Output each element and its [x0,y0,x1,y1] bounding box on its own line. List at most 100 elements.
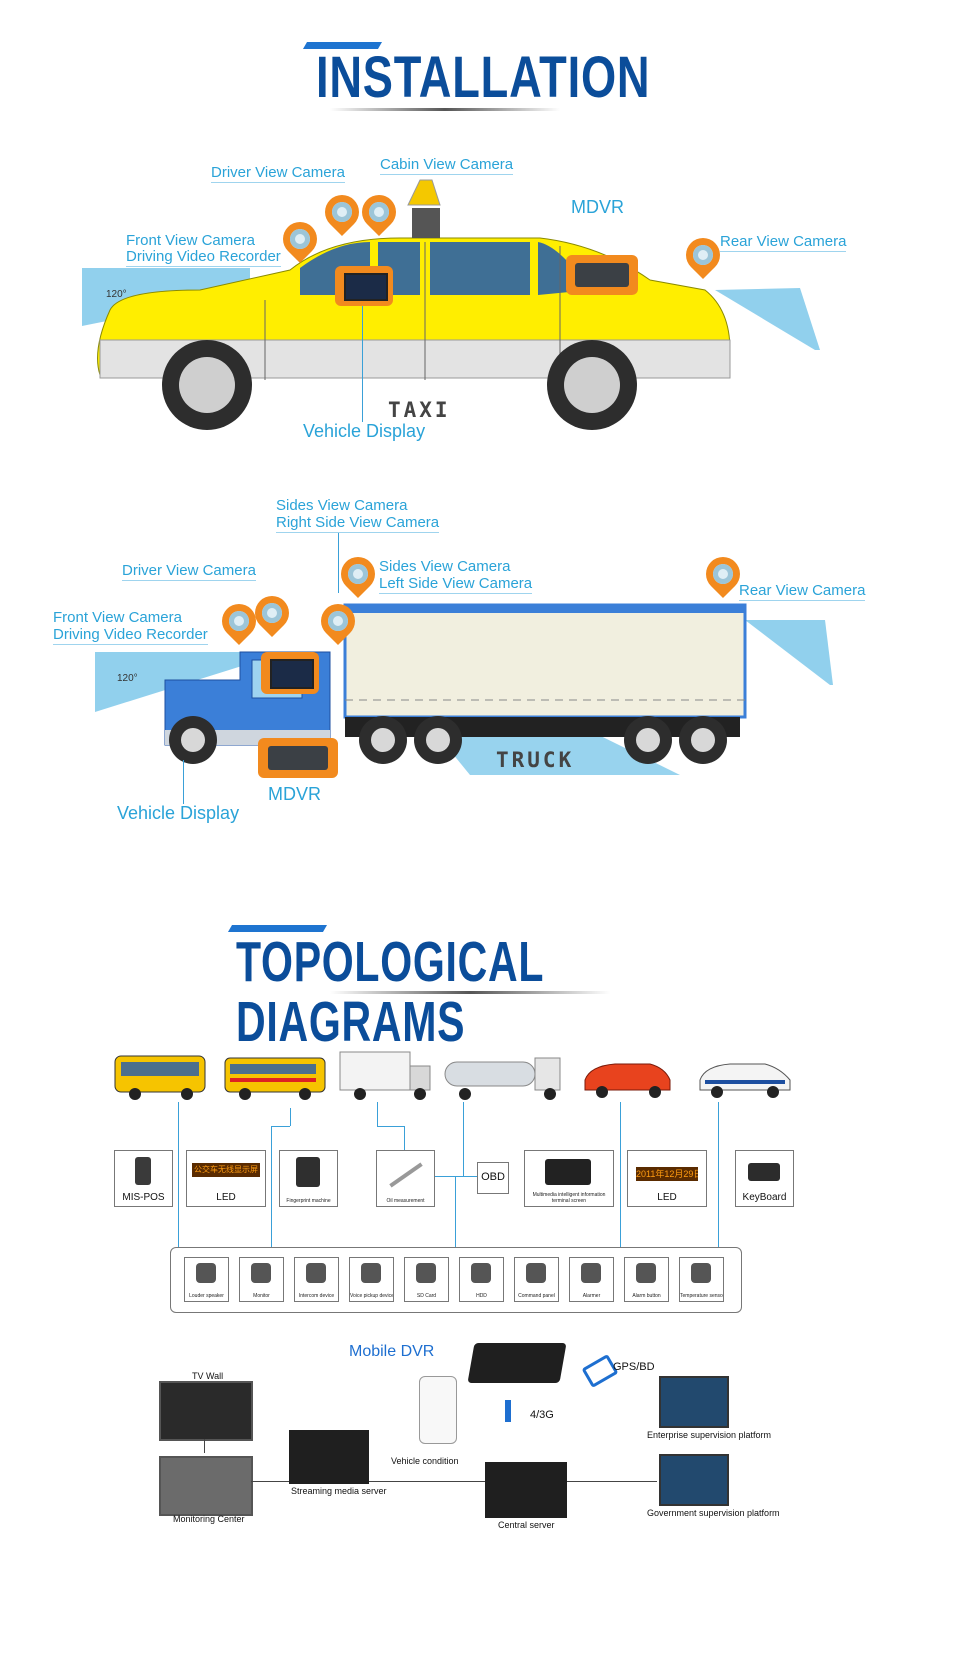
device-panel: Louder speaker Monitor Intercom device Voic… [170,1247,742,1313]
fingerprint-machine-icon [296,1157,320,1187]
smartphone-icon [419,1376,457,1444]
bottom-device-label: Command panel [518,1293,555,1299]
bottom-device-box: Alarm button [624,1257,669,1302]
device-led-1: 公交车无线显示屏 LED [186,1150,266,1207]
device-fingerprint-label: Fingerprint machine [286,1198,331,1204]
antenna-icon [505,1400,511,1422]
bottom-device-box: Louder speaker [184,1257,229,1302]
taxi-vehicle-display-device [335,266,393,306]
bottom-device-label: SD Card [416,1293,437,1299]
device-led-2: 2011年12月29日 LED [627,1150,707,1207]
monitoring-center-image [159,1456,253,1516]
bottom-device-box: HDD [459,1257,504,1302]
truck-front-view-camera-label: Front View Camera [53,609,182,626]
bottom-device-label: Alarmer [582,1293,601,1299]
bottom-device-box: Monitor [239,1257,284,1302]
truck-mdvr-label: MDVR [268,784,321,804]
police-car-icon [699,1063,791,1098]
bottom-device-icon [251,1263,271,1283]
truck-sides-view-camera-right-label: Sides View Camera [276,497,408,514]
bottom-device-icon [691,1263,711,1283]
bottom-device-icon [581,1263,601,1283]
bottom-device-box: Intercom device [294,1257,339,1302]
taxi-cabin-view-camera-label: Cabin View Camera [380,156,514,175]
device-oil-measurement: Oil measurement [376,1150,435,1207]
bottom-device-icon [471,1263,491,1283]
device-oil-measurement-label: Oil measurement [386,1198,425,1204]
device-fingerprint: Fingerprint machine [279,1150,338,1207]
mobile-dvr-device-icon [467,1343,567,1383]
taxi-illustration [82,179,820,430]
device-obd: OBD [477,1162,509,1194]
taxi-driver-view-camera-label: Driver View Camera [211,164,345,183]
government-platform-label: Government supervision platform [647,1508,780,1518]
truck-right-side-camera-pin-icon [333,549,383,599]
taxi-rear-view-camera-label: Rear View Camera [720,233,847,252]
truck-vehicle-text: TRUCK [496,748,575,772]
led-display-1: 公交车无线显示屏 [192,1163,260,1177]
truck-trailer [343,603,747,719]
device-multimedia-terminal-label: Multimedia intelligent information termi… [532,1192,606,1204]
bottom-device-label: Voice pickup device [350,1293,393,1299]
bottom-device-icon [636,1263,656,1283]
bottom-device-icon [526,1263,546,1283]
taxi-mdvr-device [566,255,638,295]
heading-underline [330,108,560,111]
bottom-device-box: Alarmer [569,1257,614,1302]
bottom-device-label: Temperature sensor [680,1293,723,1299]
truck-mdvr-device [258,738,338,778]
central-server-label: Central server [498,1520,555,1530]
government-monitor-icon [659,1454,729,1506]
bottom-device-box: Command panel [514,1257,559,1302]
pos-terminal-icon [135,1157,151,1185]
joystick-keyboard-icon [748,1163,780,1181]
gps-bd-label: GPS/BD [613,1361,655,1373]
tv-wall-label: TV Wall [192,1371,224,1381]
tanker-truck-icon [444,1057,561,1100]
truck-angle-label: 120° [117,673,138,684]
taxi-angle-label: 120° [106,289,127,300]
installation-title: INSTALLATION [316,45,651,110]
taxi-driving-video-recorder-label: Driving Video Recorder [126,248,281,267]
tv-wall-screen [159,1381,253,1441]
truck-left-side-view-camera-label: Left Side View Camera [379,575,533,594]
mobile-dvr-label: Mobile DVR [349,1343,435,1360]
taxi-vehicle-text: TAXI [388,398,451,422]
oil-sensor-icon [389,1162,423,1188]
multimedia-terminal-icon [545,1159,591,1185]
truck-vehicle-display-label: Vehicle Display [117,803,240,823]
central-server-icon [485,1462,567,1518]
truck-driving-video-recorder-label: Driving Video Recorder [53,626,208,645]
bottom-device-label: HDD [476,1293,487,1299]
bottom-device-label: Alarm button [632,1293,661,1299]
box-truck-icon [339,1051,431,1100]
bus-icon [114,1055,206,1100]
bottom-device-icon [306,1263,326,1283]
taxi-car-icon [584,1063,671,1098]
led-display-2: 2011年12月29日 [636,1167,698,1181]
device-led-2-label: LED [657,1192,677,1203]
taxi-vehicle-display-label: Vehicle Display [303,421,426,441]
truck-rear-view-camera-label: Rear View Camera [739,582,866,601]
monitoring-center-label: Monitoring Center [173,1514,245,1524]
device-obd-label: OBD [481,1171,505,1183]
device-led-1-label: LED [216,1192,236,1203]
vehicle-condition-label: Vehicle condition [391,1456,459,1466]
device-mis-pos-label: MIS-POS [122,1192,165,1203]
truck-right-side-view-camera-label: Right Side View Camera [276,514,440,533]
truck-driver-view-camera-label: Driver View Camera [122,562,256,581]
streaming-server-icon [289,1430,369,1484]
bottom-device-label: Monitor [253,1293,270,1299]
g34-label: 4/3G [530,1409,554,1421]
taxi-mdvr-label: MDVR [571,197,624,217]
heading-underline-2 [330,991,610,994]
device-mis-pos: MIS-POS [114,1150,173,1207]
device-keyboard: KeyBoard [735,1150,794,1207]
truck-vehicle-display-device [261,652,319,694]
bottom-device-label: Louder speaker [189,1293,224,1299]
streaming-server-label: Streaming media server [291,1486,387,1496]
taxi-front-view-camera-label: Front View Camera [126,232,255,249]
taxi-rear-view-cone [715,288,820,350]
vehicles-row [114,1051,791,1100]
bottom-device-label: Intercom device [298,1293,335,1299]
